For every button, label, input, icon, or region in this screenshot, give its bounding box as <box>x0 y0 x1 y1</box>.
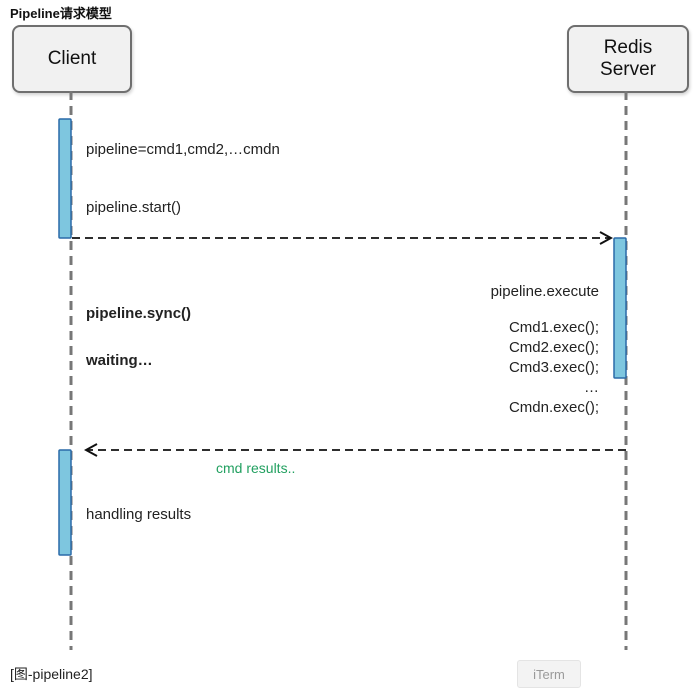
cmd-results-label: cmd results.. <box>216 460 296 476</box>
diagram-title: Pipeline请求模型 <box>10 6 112 21</box>
ellipsis-note: … <box>584 379 599 396</box>
pipeline-start-note: pipeline.start() <box>86 199 182 216</box>
handling-results-note: handling results <box>86 506 192 523</box>
client-activation-2 <box>58 449 72 556</box>
client-activation-1 <box>58 118 72 239</box>
cmd1-exec-note: Cmd1.exec(); <box>508 319 599 336</box>
pipeline-execute-note: pipeline.execute <box>490 283 599 300</box>
pipeline-sync-note: pipeline.sync() <box>86 305 192 322</box>
figure-caption: [图-pipeline2] <box>10 666 93 682</box>
cmdn-exec-note: Cmdn.exec(); <box>508 399 599 416</box>
pipeline-definition-note: pipeline=cmd1,cmd2,…cmdn <box>86 141 280 158</box>
iterm-tab[interactable]: iTerm <box>517 660 581 688</box>
redis-server-actor-label: Redis Server <box>600 37 656 80</box>
waiting-note: waiting… <box>86 352 153 369</box>
client-actor-label: Client <box>47 48 97 69</box>
redis-server-actor: Redis Server <box>567 25 689 93</box>
cmd3-exec-note: Cmd3.exec(); <box>508 359 599 376</box>
server-activation <box>613 237 627 379</box>
cmd2-exec-note: Cmd2.exec(); <box>508 339 599 356</box>
